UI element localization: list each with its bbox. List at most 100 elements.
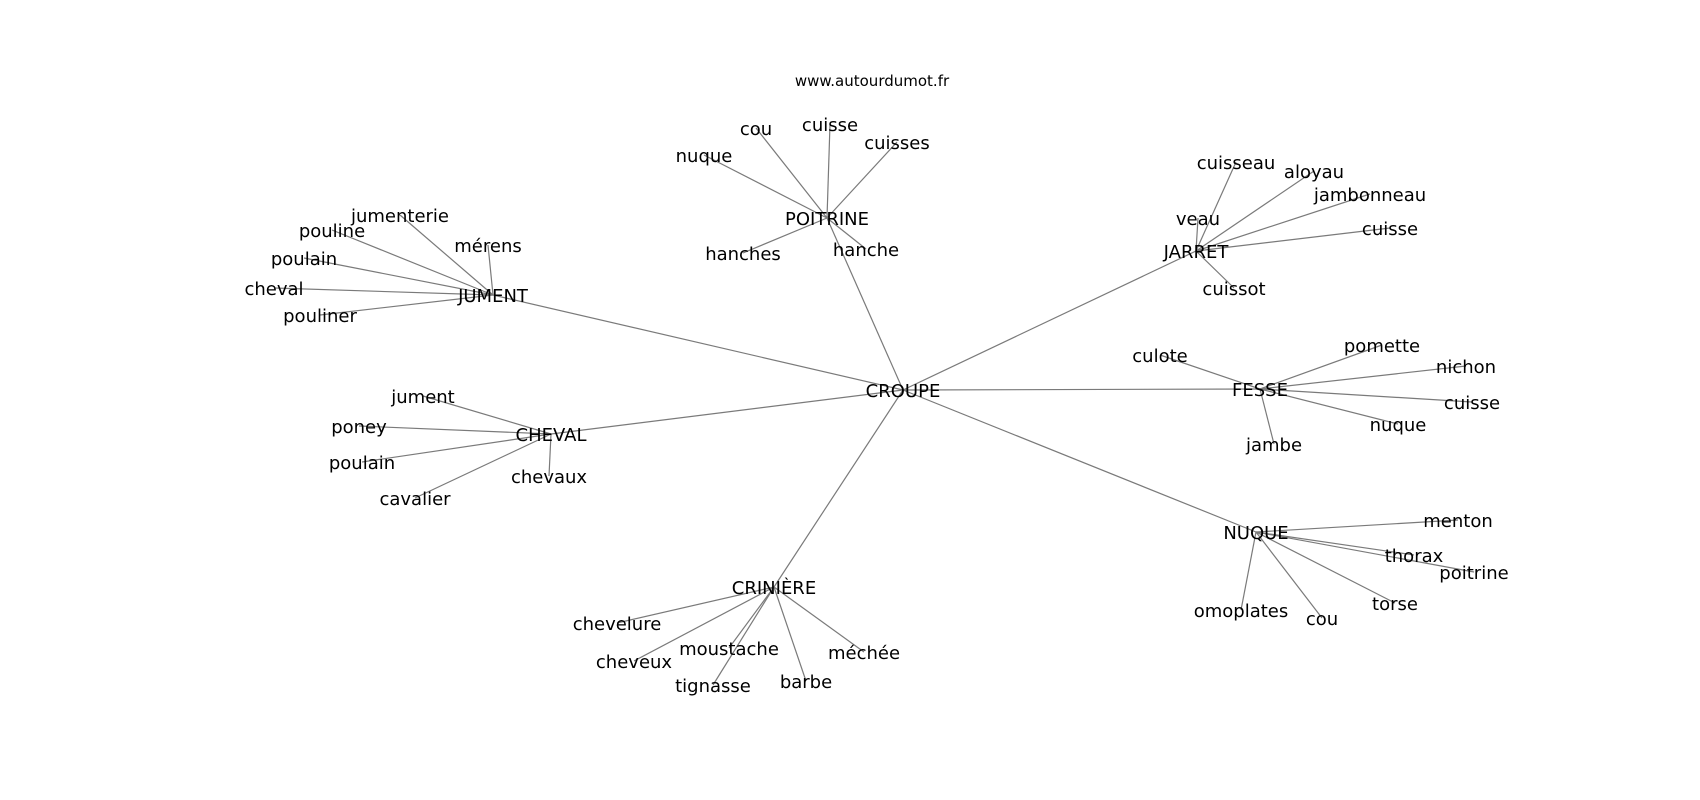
- edge-poitrine-leaf: [826, 141, 898, 219]
- leaf-node-label: cheveux: [596, 652, 673, 673]
- leaf-node-label: jument: [390, 387, 454, 408]
- edge-center-to-poitrine: [826, 217, 904, 391]
- leaf-node-label: cuisse: [1362, 219, 1418, 240]
- leaf-node-label: mérens: [454, 236, 521, 257]
- edge-poitrine-leaf: [826, 123, 831, 219]
- edge-nuque-leaf: [1255, 531, 1415, 556]
- edge-cheval-leaf: [422, 395, 552, 435]
- leaf-node-label: nuque: [1370, 415, 1427, 436]
- edge-center-to-crinière: [773, 389, 904, 588]
- leaf-node-label: torse: [1372, 594, 1418, 615]
- leaf-node-label: aloyau: [1284, 162, 1344, 183]
- edge-jarret-leaf: [1195, 227, 1391, 252]
- edge-center-to-nuque: [902, 389, 1257, 533]
- edge-fesse-leaf: [1259, 388, 1473, 403]
- leaf-node-label: omoplates: [1194, 601, 1289, 622]
- edge-nuque-leaf: [1255, 531, 1323, 619]
- leaf-node-label: pouliner: [283, 306, 357, 327]
- cluster-node-label: JUMENT: [457, 286, 529, 307]
- leaf-node-label: moustache: [679, 639, 779, 660]
- edge-crinière-leaf: [712, 586, 775, 686]
- edge-cheval-leaf: [414, 433, 552, 499]
- cluster-node-label: CHEVAL: [516, 425, 587, 446]
- leaf-node-label: cuisses: [864, 133, 930, 154]
- leaf-node-label: cheval: [244, 279, 303, 300]
- leaf-node-label: cuisse: [802, 115, 858, 136]
- leaf-node-label: jambonneau: [1313, 185, 1426, 206]
- edge-jarret-leaf: [1195, 170, 1315, 252]
- leaf-node-label: culote: [1132, 346, 1187, 367]
- edge-jument-leaf: [319, 294, 494, 316]
- edge-crinière-leaf: [728, 586, 775, 649]
- leaf-node-label: cou: [740, 119, 772, 140]
- edge-cheval-leaf: [548, 433, 552, 477]
- leaf-node-label: pomette: [1344, 336, 1420, 357]
- leaf-node-label: poulain: [329, 453, 395, 474]
- edge-poitrine-leaf: [826, 217, 867, 250]
- leaf-node-label: méchée: [828, 643, 900, 664]
- edge-cheval-leaf: [361, 433, 552, 463]
- cluster-node-label: FESSE: [1232, 380, 1288, 401]
- cluster-node-label: CRINIÈRE: [732, 577, 816, 599]
- leaf-node-label: jumenterie: [350, 206, 449, 227]
- leaf-node-label: poney: [331, 417, 387, 438]
- leaf-node-label: chevaux: [511, 467, 587, 488]
- edge-jarret-leaf: [1195, 161, 1237, 252]
- edge-crinière-leaf: [633, 586, 775, 662]
- center-node-label: CROUPE: [866, 381, 941, 402]
- leaf-node-label: nuque: [676, 146, 733, 167]
- leaf-node-label: chevelure: [573, 614, 662, 635]
- edge-fesse-leaf: [1259, 388, 1399, 425]
- edge-jument-leaf: [331, 229, 494, 296]
- leaf-node-label: jambe: [1245, 435, 1302, 456]
- edge-jument-leaf: [303, 257, 494, 296]
- edge-poitrine-leaf: [755, 127, 828, 219]
- edge-nuque-leaf: [1240, 531, 1257, 611]
- edge-jarret-leaf: [1195, 250, 1235, 289]
- edge-center-to-jarret: [902, 250, 1197, 391]
- leaf-node-label: menton: [1423, 511, 1493, 532]
- site-watermark: www.autourdumot.fr: [794, 72, 950, 90]
- leaf-node-label: thorax: [1385, 546, 1444, 567]
- edge-jarret-leaf: [1195, 193, 1371, 252]
- edge-nuque-leaf: [1255, 531, 1475, 573]
- edge-center-to-cheval: [550, 389, 904, 435]
- leaf-node-label: cuissot: [1202, 279, 1265, 300]
- leaf-node-label: hanches: [705, 244, 781, 265]
- leaf-node-label: hanche: [833, 240, 899, 261]
- cluster-node-label: NUQUE: [1223, 523, 1288, 544]
- leaf-node-label: cuisse: [1444, 393, 1500, 414]
- cluster-node-label: POITRINE: [785, 209, 869, 230]
- edge-poitrine-leaf: [703, 154, 828, 219]
- edge-poitrine-leaf: [742, 217, 828, 254]
- labels-layer: CROUPE POITRINE cou cuisse cuisses nuque hanch…: [244, 115, 1508, 697]
- leaf-node-label: cavalier: [379, 489, 451, 510]
- leaf-node-label: pouline: [299, 221, 365, 242]
- edge-crinière-leaf: [616, 586, 775, 624]
- edge-cheval-leaf: [358, 425, 552, 435]
- cluster-node-label: JARRET: [1163, 242, 1230, 263]
- edge-center-to-jument: [492, 294, 904, 391]
- leaf-node-label: tignasse: [675, 676, 751, 697]
- leaf-node-label: cuisseau: [1197, 153, 1276, 174]
- leaf-node-label: poulain: [271, 249, 337, 270]
- edge-jument-leaf: [487, 244, 494, 296]
- edge-crinière-leaf: [773, 586, 807, 682]
- edge-jument-leaf: [399, 214, 494, 296]
- edge-crinière-leaf: [773, 586, 865, 653]
- leaf-node-label: veau: [1176, 209, 1220, 230]
- edge-fesse-leaf: [1259, 344, 1383, 390]
- edge-fesse-leaf: [1159, 354, 1261, 390]
- edge-fesse-leaf: [1259, 388, 1275, 445]
- edge-jument-leaf: [273, 287, 494, 296]
- edge-jarret-leaf: [1195, 217, 1199, 252]
- edge-nuque-leaf: [1255, 531, 1396, 604]
- leaf-node-label: poitrine: [1439, 563, 1508, 584]
- edge-nuque-leaf: [1255, 519, 1459, 533]
- leaf-node-label: barbe: [780, 672, 832, 693]
- edge-center-to-fesse: [902, 388, 1261, 391]
- edge-fesse-leaf: [1259, 365, 1467, 390]
- edges-layer: [273, 123, 1475, 686]
- leaf-node-label: nichon: [1436, 357, 1496, 378]
